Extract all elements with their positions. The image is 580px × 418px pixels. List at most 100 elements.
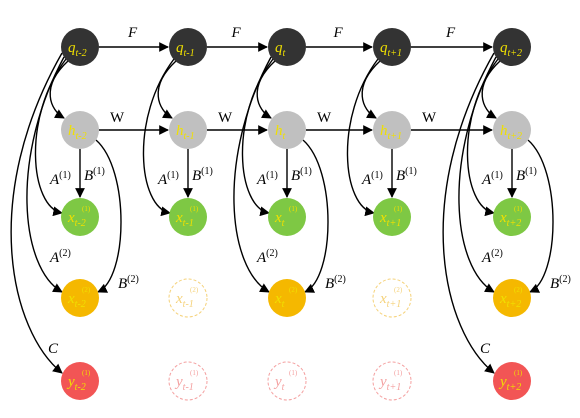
label-W-3: W [422, 110, 437, 126]
node-y-3-superscript: (1) [394, 369, 403, 377]
label-B2-4: B(2) [550, 274, 571, 292]
label-W-2: W [317, 110, 332, 126]
node-h-1-label: ht-1 [176, 123, 195, 142]
node-h-3-label: ht+1 [380, 123, 402, 142]
label-B1-2: B(1) [291, 166, 312, 184]
node-h-4: ht+2 [493, 111, 531, 149]
edge-labels: FWFWFWFWB(1)A(1)B(2)A(2)CB(1)A(1)B(1)A(1… [48, 25, 571, 357]
node-y-0-circle [61, 362, 99, 400]
node-x2-2-label: xt [274, 291, 285, 310]
node-y-0-superscript: (1) [82, 369, 91, 377]
edge-q-h-1 [157, 60, 177, 119]
node-x1-3-label: xt+1 [379, 210, 401, 229]
node-x1-2: xt (1) [268, 198, 306, 236]
node-y-4-superscript: (1) [514, 369, 523, 377]
edge-q-h-2 [256, 60, 276, 119]
node-x2-4-label: xt+2 [499, 291, 521, 310]
node-q-1-circle [169, 28, 207, 66]
node-x2-3-label: xt+1 [379, 291, 401, 310]
node-y-1-superscript: (1) [190, 369, 199, 377]
label-A2-0: A(2) [49, 248, 71, 266]
label-C-4: C [480, 341, 491, 357]
node-x1-1: xt-1(1) [169, 198, 207, 236]
node-x1-2-circle [268, 198, 306, 236]
node-x1-4-label: xt+2 [499, 210, 521, 229]
node-x1-3-superscript: (1) [394, 205, 403, 213]
node-q-4-label: qt+2 [500, 40, 522, 59]
node-x2-4-circle [493, 279, 531, 317]
node-q-2-label: qt [275, 40, 286, 59]
node-y-3: yt+1(1) [372, 361, 412, 401]
label-W-1: W [218, 110, 233, 126]
edge-A1-0 [34, 58, 67, 217]
label-B2-0: B(2) [118, 274, 139, 292]
node-q-4: qt+2 [493, 28, 531, 66]
node-y-0-label: yt-2 [66, 374, 86, 393]
node-y-0: yt-2(1) [61, 362, 99, 400]
node-x2-4-superscript: (2) [514, 286, 523, 294]
edge-A1-1 [142, 58, 175, 217]
edge-A2-2 [233, 56, 272, 293]
edge-A2-0 [26, 56, 65, 293]
label-F-0: F [127, 25, 138, 41]
node-x2-2-superscript: (2) [289, 286, 298, 294]
edge-A1-3 [346, 58, 379, 217]
node-x1-1-circle [169, 198, 207, 236]
node-q-0-label: qt-2 [68, 40, 87, 59]
node-x2-0-superscript: (2) [82, 286, 91, 294]
node-x2-3-circle [372, 278, 412, 318]
edge-B2-4 [527, 139, 554, 293]
node-x1-4: xt+2(1) [493, 198, 531, 236]
node-x1-2-label: xt [274, 210, 285, 229]
edge-q-h-0 [49, 60, 69, 119]
node-y-4-circle [493, 362, 531, 400]
edge-A1-2 [241, 58, 274, 217]
nodes: qt-2ht-2xt-2(1)xt-2(2)yt-2(1)qt-1ht-1xt-… [61, 28, 531, 401]
node-x2-3-superscript: (2) [394, 286, 403, 294]
node-h-0: ht-2 [61, 111, 99, 149]
node-x2-0-circle [61, 279, 99, 317]
label-A2-4: A(2) [481, 248, 503, 266]
node-x1-0-superscript: (1) [82, 205, 91, 213]
node-q-1: qt-1 [169, 28, 207, 66]
node-y-1-circle [168, 361, 208, 401]
edge-A1-4 [466, 58, 499, 217]
node-x1-4-superscript: (1) [514, 205, 523, 213]
node-h-2: ht [268, 111, 306, 149]
label-F-3: F [445, 25, 456, 41]
node-h-3-circle [373, 111, 411, 149]
label-W-0: W [110, 110, 125, 126]
node-x1-1-superscript: (1) [190, 205, 199, 213]
node-y-4-label: yt+2 [498, 374, 521, 393]
node-x1-2-superscript: (1) [289, 205, 298, 213]
label-C-0: C [48, 341, 59, 357]
edge-q-h-3 [361, 60, 381, 119]
node-x2-3: xt+1(2) [372, 278, 412, 318]
edges [10, 42, 554, 374]
label-F-1: F [231, 25, 242, 41]
node-y-2: yt(1) [267, 361, 307, 401]
node-h-3: ht+1 [373, 111, 411, 149]
edge-B2-0 [95, 139, 122, 293]
node-x1-0-circle [61, 198, 99, 236]
edge-C-4 [442, 52, 495, 374]
node-x1-4-circle [493, 198, 531, 236]
node-q-2-circle [268, 28, 306, 66]
node-x1-3-circle [373, 198, 411, 236]
label-A1-0: A(1) [49, 170, 71, 188]
node-h-2-circle [268, 111, 306, 149]
node-x1-0-label: xt-2 [67, 210, 86, 229]
node-y-3-label: yt+1 [378, 374, 401, 393]
node-x1-1-label: xt-1 [175, 210, 194, 229]
node-h-4-circle [493, 111, 531, 149]
node-q-4-circle [493, 28, 531, 66]
node-x2-2: xt (2) [268, 279, 306, 317]
label-A1-2: A(1) [256, 170, 278, 188]
node-x2-4: xt+2(2) [493, 279, 531, 317]
node-q-2: qt [268, 28, 306, 66]
node-x2-2-circle [268, 279, 306, 317]
edge-C-0 [10, 52, 63, 374]
edge-q-h-4 [481, 60, 501, 119]
